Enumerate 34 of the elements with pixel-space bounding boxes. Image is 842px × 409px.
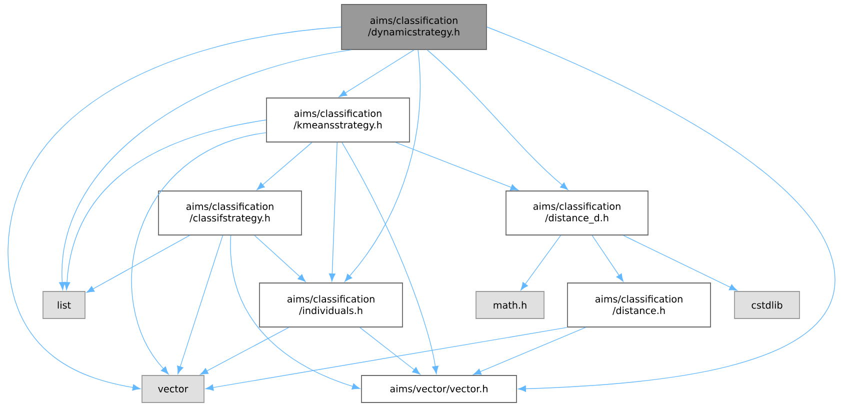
arrow — [131, 132, 266, 374]
arrow — [254, 235, 306, 282]
system-header-box: vector — [142, 375, 204, 403]
header-file-box: aims/classification /kmeansstrategy.h — [266, 98, 410, 142]
arrow — [426, 50, 568, 190]
header-file-box: aims/classification /individuals.h — [259, 282, 403, 328]
arrow — [623, 235, 738, 291]
header-file-box: aims/classification /distance.h — [567, 282, 711, 328]
arrow — [360, 327, 420, 375]
arrow — [486, 26, 836, 392]
arrow — [395, 142, 518, 190]
arrow — [338, 50, 414, 98]
header-file-box: aims/classification /distance_d.h — [506, 190, 648, 236]
arrow — [8, 26, 342, 391]
arrow — [342, 142, 438, 374]
arrow — [200, 327, 290, 375]
arrow — [205, 327, 568, 391]
system-header-box: list — [42, 291, 86, 319]
arrow — [59, 50, 352, 290]
arrow — [520, 235, 562, 290]
arrow — [177, 235, 224, 374]
system-header-box: math.h — [476, 291, 544, 319]
system-header-box: cstdlib — [734, 291, 800, 319]
header-file-box: aims/classification /classifstrategy.h — [158, 190, 302, 236]
arrow — [86, 235, 190, 293]
arrow — [473, 327, 586, 375]
arrow — [64, 120, 266, 290]
arrow — [328, 142, 338, 282]
header-file-box: aims/classification /dynamicstrategy.h — [341, 4, 487, 50]
header-file-box: aims/vector/vector.h — [361, 375, 517, 403]
arrow — [344, 50, 420, 282]
arrow — [230, 235, 360, 390]
arrow — [592, 235, 624, 282]
arrow — [256, 142, 312, 190]
